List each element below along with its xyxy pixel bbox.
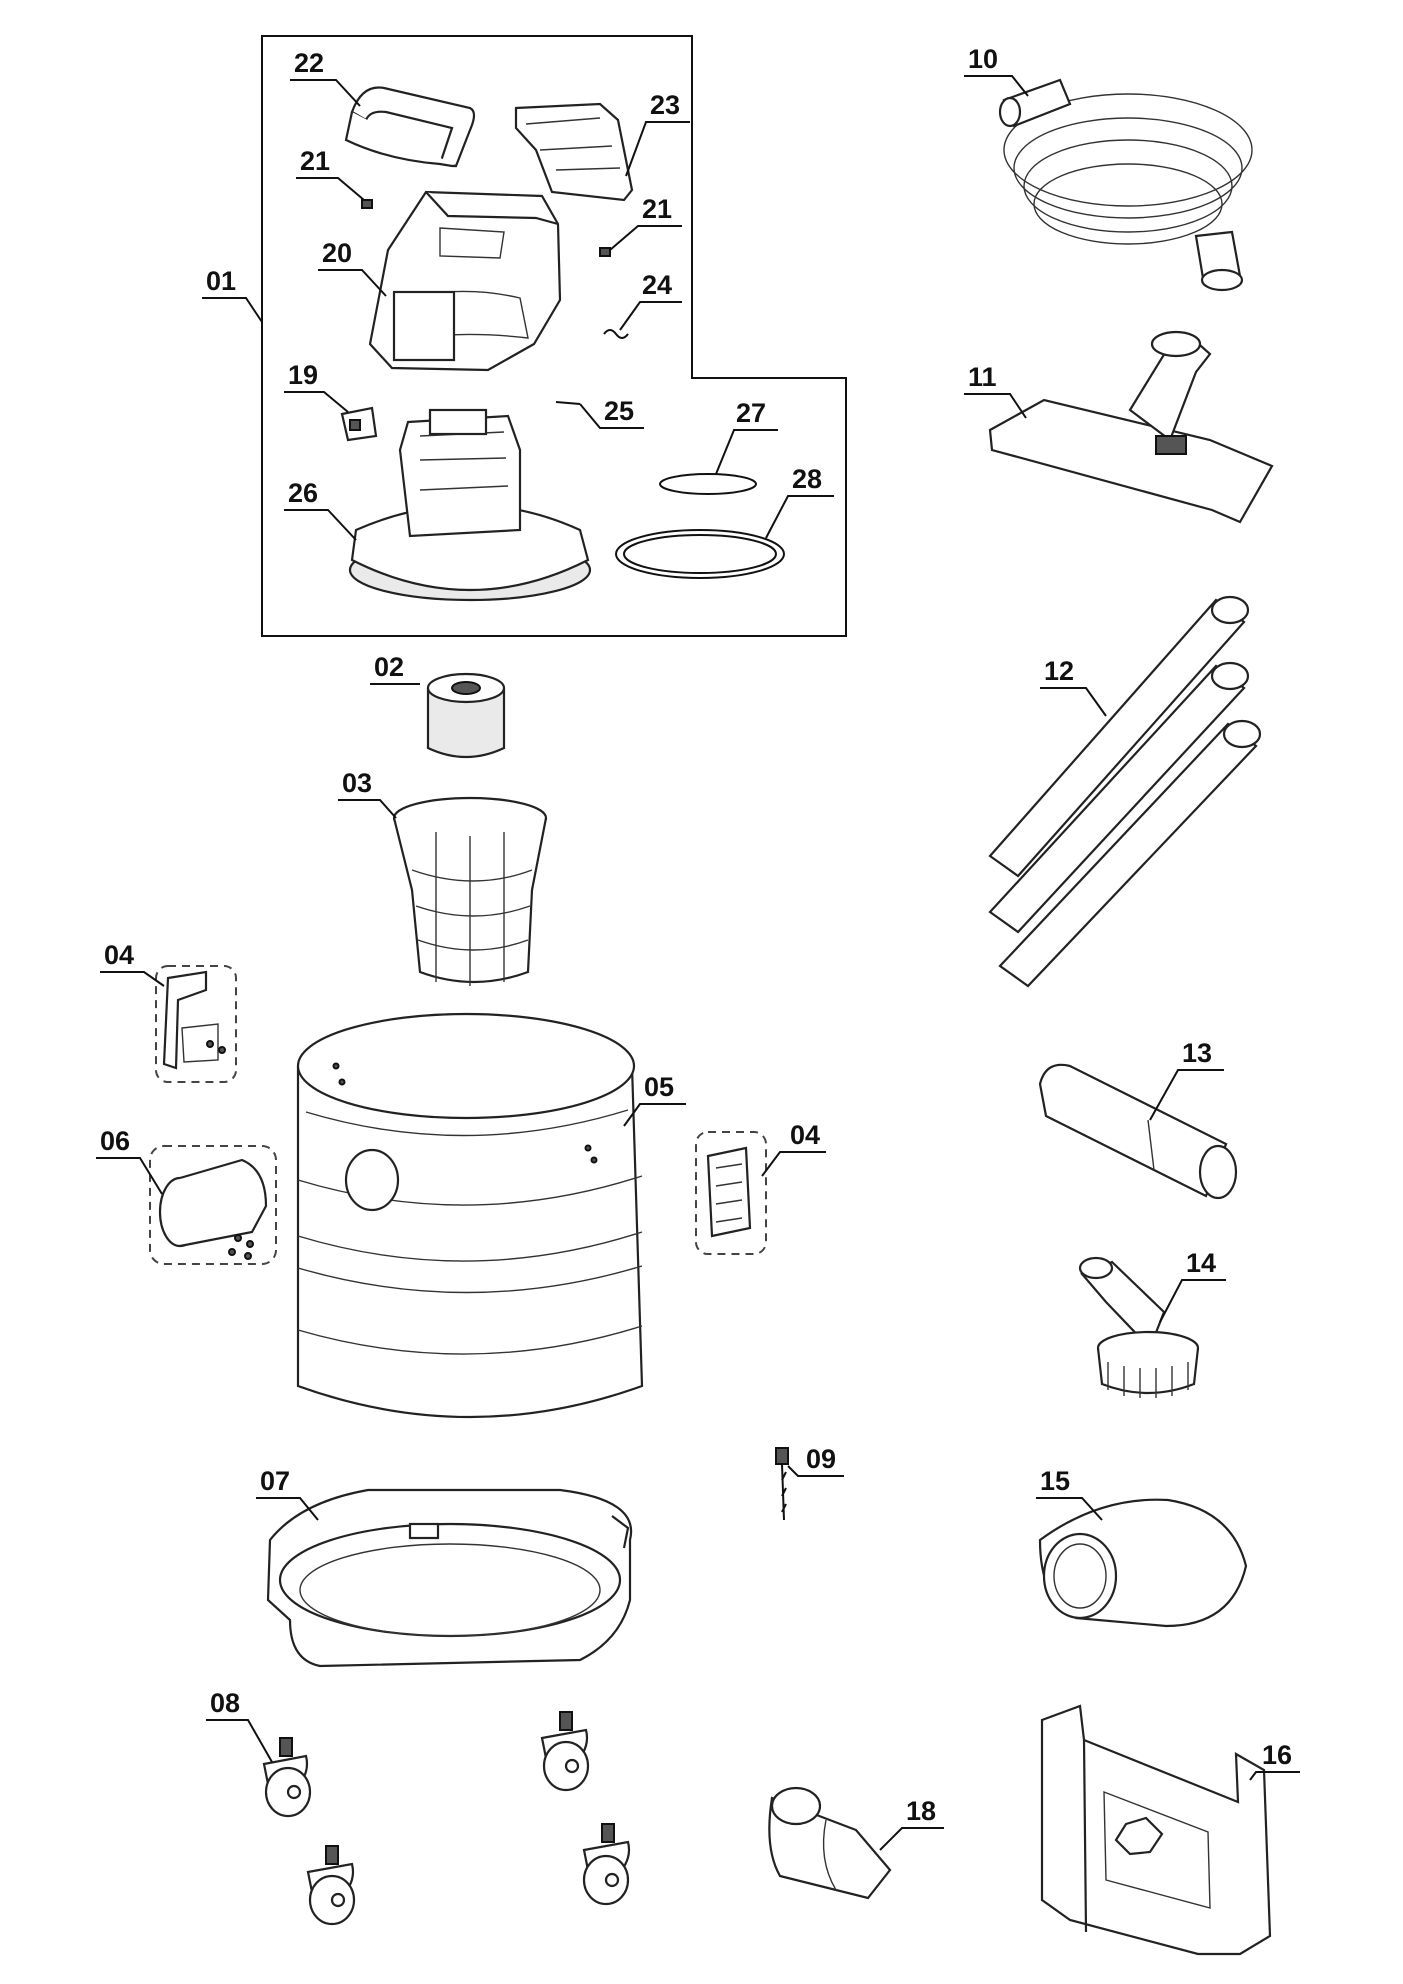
part-03-filter-basket bbox=[392, 796, 548, 986]
part-12-tube-2 bbox=[988, 661, 1250, 934]
part-08-caster-4 bbox=[582, 1823, 631, 1906]
part-07-base bbox=[266, 1488, 633, 1668]
label-02: 02 bbox=[370, 652, 420, 685]
label-20: 20 bbox=[318, 238, 387, 297]
label-05: 05 bbox=[623, 1072, 686, 1127]
svg-text:07: 07 bbox=[260, 1466, 290, 1496]
part-13-crevice-tool bbox=[1038, 1063, 1238, 1200]
label-21-right: 21 bbox=[609, 194, 682, 251]
svg-text:22: 22 bbox=[294, 48, 324, 78]
svg-text:08: 08 bbox=[210, 1688, 240, 1718]
label-23: 23 bbox=[625, 90, 690, 177]
part-04-right-clip bbox=[695, 1131, 767, 1255]
svg-text:23: 23 bbox=[650, 90, 680, 120]
part-09-cable-tie bbox=[775, 1447, 789, 1521]
label-28: 28 bbox=[765, 464, 834, 539]
label-13: 13 bbox=[1149, 1038, 1224, 1121]
label-18: 18 bbox=[879, 1796, 944, 1851]
label-26: 26 bbox=[284, 478, 357, 541]
part-06-inlet bbox=[149, 1145, 277, 1265]
svg-text:26: 26 bbox=[288, 478, 318, 508]
svg-text:20: 20 bbox=[322, 238, 352, 268]
part-08-caster-3 bbox=[306, 1845, 356, 1926]
part-11-floor-nozzle bbox=[988, 330, 1274, 524]
label-11: 11 bbox=[964, 362, 1027, 419]
svg-text:16: 16 bbox=[1262, 1740, 1292, 1770]
part-26-motor-unit bbox=[348, 408, 592, 602]
label-01: 01 bbox=[202, 266, 263, 323]
label-14: 14 bbox=[1159, 1248, 1226, 1323]
svg-text:25: 25 bbox=[604, 396, 634, 426]
assembly-01-outline bbox=[261, 35, 847, 637]
part-23-cover bbox=[514, 102, 634, 202]
svg-text:11: 11 bbox=[968, 362, 997, 392]
label-07: 07 bbox=[256, 1466, 319, 1521]
part-15-sleeve bbox=[1038, 1498, 1248, 1628]
svg-text:12: 12 bbox=[1044, 656, 1074, 686]
label-06: 06 bbox=[96, 1126, 163, 1195]
part-14-round-brush bbox=[1078, 1256, 1200, 1398]
label-04-left: 04 bbox=[100, 940, 165, 987]
label-25: 25 bbox=[579, 396, 644, 429]
svg-text:14: 14 bbox=[1186, 1248, 1216, 1278]
svg-text:24: 24 bbox=[642, 270, 672, 300]
svg-text:06: 06 bbox=[100, 1126, 130, 1156]
svg-text:27: 27 bbox=[736, 398, 766, 428]
svg-text:01: 01 bbox=[206, 266, 236, 296]
part-22-handle bbox=[344, 86, 476, 168]
label-15: 15 bbox=[1036, 1466, 1103, 1521]
label-08: 08 bbox=[206, 1688, 273, 1763]
label-16: 16 bbox=[1249, 1740, 1300, 1781]
svg-text:15: 15 bbox=[1040, 1466, 1070, 1496]
part-19-switch bbox=[340, 406, 378, 442]
svg-text:21: 21 bbox=[642, 194, 672, 224]
part-12-tube-3 bbox=[998, 719, 1262, 988]
label-09: 09 bbox=[787, 1444, 844, 1477]
svg-text:21: 21 bbox=[300, 146, 330, 176]
label-27: 27 bbox=[715, 398, 778, 475]
svg-text:02: 02 bbox=[374, 652, 404, 682]
part-21-screw-left bbox=[361, 199, 373, 209]
part-28-gasket bbox=[615, 529, 785, 579]
part-16-dust-bag bbox=[1040, 1704, 1272, 1956]
part-20-top-housing bbox=[368, 190, 562, 372]
part-25-wire bbox=[555, 401, 581, 405]
part-10-hose bbox=[998, 78, 1253, 292]
label-10: 10 bbox=[964, 44, 1029, 97]
part-18-adapter bbox=[768, 1786, 892, 1900]
part-21-screw-right bbox=[599, 247, 611, 257]
part-27-seal-ring bbox=[659, 473, 757, 495]
label-19: 19 bbox=[284, 360, 349, 413]
label-22: 22 bbox=[290, 48, 361, 107]
label-24: 24 bbox=[619, 270, 682, 331]
label-03: 03 bbox=[338, 768, 397, 819]
part-05-tank bbox=[296, 1012, 644, 1419]
svg-text:03: 03 bbox=[342, 768, 372, 798]
label-04-right: 04 bbox=[761, 1120, 826, 1177]
svg-text:13: 13 bbox=[1182, 1038, 1212, 1068]
part-24-spring bbox=[603, 329, 629, 339]
label-21-left: 21 bbox=[296, 146, 365, 201]
svg-text:04: 04 bbox=[790, 1120, 820, 1150]
svg-text:19: 19 bbox=[288, 360, 318, 390]
svg-text:04: 04 bbox=[104, 940, 134, 970]
svg-text:18: 18 bbox=[906, 1796, 936, 1826]
svg-text:10: 10 bbox=[968, 44, 998, 74]
part-04-left-bracket bbox=[155, 965, 237, 1083]
label-12: 12 bbox=[1040, 656, 1107, 717]
part-08-caster-2 bbox=[540, 1711, 590, 1792]
svg-text:28: 28 bbox=[792, 464, 822, 494]
part-08-caster-1 bbox=[262, 1737, 312, 1818]
svg-text:09: 09 bbox=[806, 1444, 836, 1474]
part-02-filter bbox=[426, 672, 506, 759]
svg-text:05: 05 bbox=[644, 1072, 674, 1102]
part-12-tube-1 bbox=[988, 595, 1250, 878]
